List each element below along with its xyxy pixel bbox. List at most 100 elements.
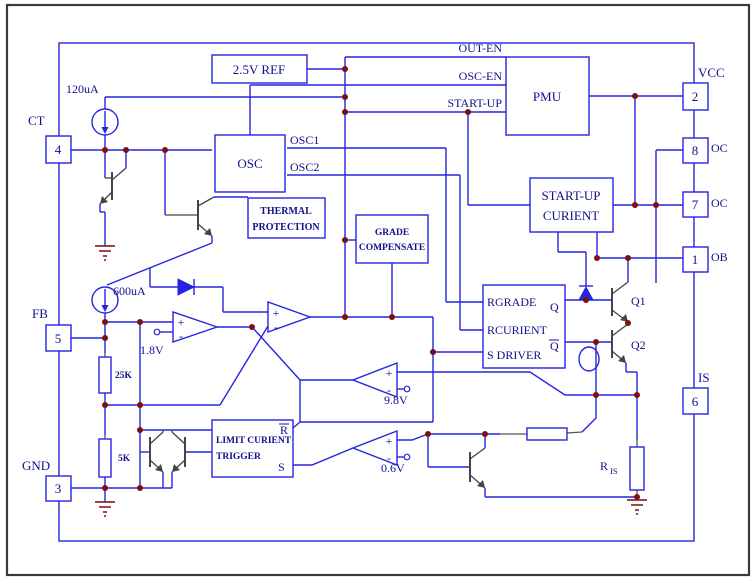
- ground-icon: [627, 499, 647, 515]
- pin-vcc-number: 2: [692, 89, 699, 104]
- pin-gnd-number: 3: [55, 481, 62, 496]
- driver-label-3: S DRIVER: [487, 348, 541, 362]
- osc-block-label: OSC: [237, 156, 262, 171]
- comparator-9v8: [351, 361, 411, 399]
- transistor-pair-right: [171, 430, 186, 473]
- value-5k: 5K: [118, 454, 131, 464]
- grade-compensate-block: [355, 214, 429, 264]
- transistor-q2: [611, 323, 629, 364]
- opamp-minus: -: [274, 320, 278, 334]
- value-9v8: 9.8V: [384, 393, 408, 407]
- comparator-0v6: [351, 429, 411, 467]
- signal-osc-en: OSC-EN: [459, 69, 503, 83]
- startup-label-2: CURIENT: [543, 208, 599, 223]
- pin-fb-name: FB: [32, 306, 48, 321]
- junction-dots: [102, 66, 659, 500]
- value-25k: 25K: [115, 371, 133, 381]
- driver-qbar-label: Q: [550, 339, 559, 353]
- pin-5-fb: [45, 324, 72, 352]
- ground-symbols: [95, 245, 647, 517]
- pin-oc8-name: OC: [711, 141, 728, 155]
- transistor-ct-discharge: [99, 167, 127, 205]
- ground-icon: [95, 245, 115, 261]
- comp2-plus: +: [386, 366, 393, 380]
- signal-osc1: OSC1: [290, 133, 319, 147]
- driver-q-label: Q: [550, 300, 559, 314]
- pin-6-is: [682, 387, 709, 415]
- thermal-label-1: THERMAL: [260, 206, 312, 217]
- startup-current-block: [529, 177, 614, 233]
- diode-fb-icon: [177, 278, 196, 296]
- trigger-rbar-label: R: [280, 423, 288, 437]
- grade-label-1: GRADE: [375, 228, 409, 238]
- comp1-minus: -: [179, 329, 183, 343]
- ground-icon: [95, 501, 115, 517]
- wire-network: [58, 42, 695, 542]
- pin-oc7-name: OC: [711, 196, 728, 210]
- ref-block: [211, 54, 308, 84]
- current-source-120ua: [91, 108, 119, 136]
- transistor-pair-left: [149, 430, 164, 473]
- ic-boundary: [58, 42, 695, 542]
- pin-1-ob: [682, 246, 709, 273]
- opamp-error: [267, 301, 313, 333]
- pin-ob-number: 1: [692, 252, 699, 267]
- opamp-plus: +: [273, 306, 280, 320]
- pin-7-oc: [682, 191, 709, 218]
- pin-8-oc: [682, 137, 709, 164]
- signal-osc2: OSC2: [290, 160, 319, 174]
- comp1-plus: +: [178, 315, 185, 329]
- signal-out-en: OUT-EN: [458, 41, 502, 55]
- q2-label: Q2: [631, 338, 646, 352]
- pmu-block-label: PMU: [533, 89, 562, 104]
- value-120ua: 120uA: [66, 82, 99, 96]
- pin-is-number: 6: [692, 394, 699, 409]
- limit-current-trigger-block: [211, 419, 294, 478]
- value-1v8: 1.8V: [140, 343, 164, 357]
- trigger-label-2: TRIGGER: [216, 452, 261, 462]
- resistor-5k: [98, 438, 112, 478]
- pin-vcc-name: VCC: [698, 65, 725, 80]
- pin-4-ct: [45, 135, 72, 164]
- comp3-plus: +: [386, 434, 393, 448]
- q1-label: Q1: [631, 294, 646, 308]
- diagram-border: [5, 3, 751, 577]
- driver-label-1: RGRADE: [487, 295, 536, 309]
- trigger-s-label: S: [278, 460, 285, 474]
- resistor-25k: [98, 356, 112, 394]
- marker-ellipse: [578, 346, 600, 372]
- value-600ua: 600uA: [113, 284, 146, 298]
- pin-boxes: [45, 82, 709, 502]
- resistors: [98, 356, 645, 491]
- pmu-block: [505, 56, 590, 136]
- ref-block-label: 2.5V REF: [233, 62, 286, 77]
- pin-3-gnd: [45, 475, 72, 502]
- pin-oc8-number: 8: [692, 143, 699, 158]
- comparator-1v8: [153, 311, 220, 343]
- pin-fb-number: 5: [55, 331, 62, 346]
- pin-ob-name: OB: [711, 250, 728, 264]
- trigger-label-1: LIMIT CURIENT: [216, 436, 292, 446]
- pin-is-name: IS: [698, 370, 710, 385]
- transistor-thermal-sense: [165, 196, 215, 237]
- pin-ct-number: 4: [55, 142, 62, 157]
- pin-ct-name: CT: [28, 113, 45, 128]
- ris-label-sub: IS: [610, 466, 618, 476]
- ris-label-main: R: [600, 459, 608, 473]
- driver-block: [482, 284, 566, 369]
- driver-label-2: RCURIENT: [487, 323, 548, 337]
- comp3-minus: -: [387, 451, 391, 465]
- thermal-label-2: PROTECTION: [252, 222, 320, 233]
- thermal-protection-block: [247, 197, 326, 239]
- value-0v6: 0.6V: [381, 461, 405, 475]
- signal-start-up: START-UP: [447, 96, 502, 110]
- transistor-q1: [611, 281, 629, 323]
- transistor-limit-sense: [469, 447, 486, 489]
- current-source-600ua: [91, 286, 119, 314]
- resistor-ris: [629, 446, 645, 491]
- grade-label-2: COMPENSATE: [359, 243, 425, 253]
- resistor-sense: [526, 427, 568, 441]
- osc-block: [214, 134, 286, 193]
